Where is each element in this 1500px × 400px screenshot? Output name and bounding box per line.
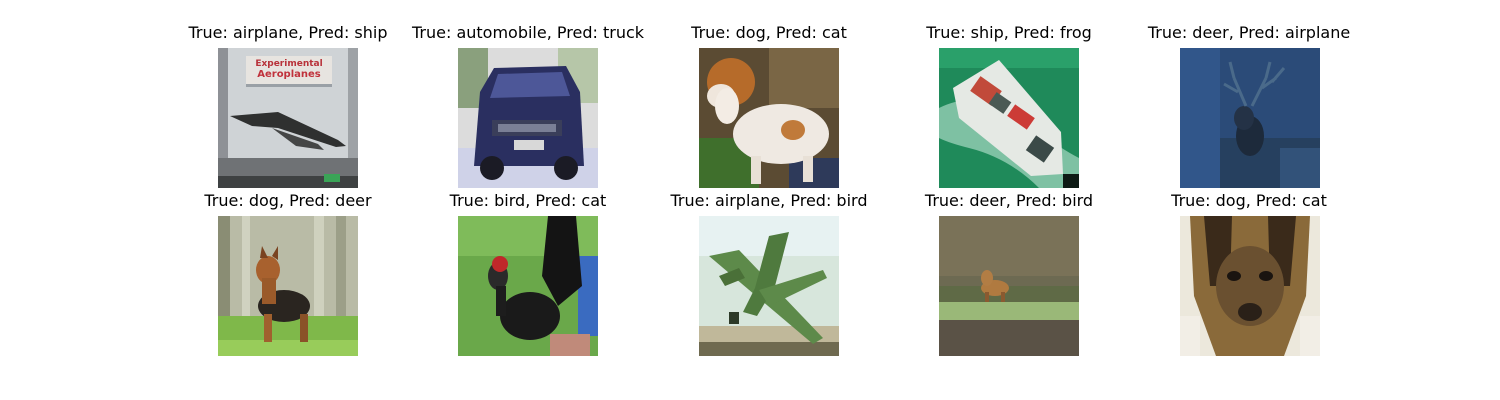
panel-title: True: dog, Pred: cat xyxy=(1171,191,1327,210)
deer-blue-background-image xyxy=(1180,48,1320,188)
cover-text: Experimental xyxy=(255,59,322,69)
panel-title: True: airplane, Pred: bird xyxy=(670,191,868,210)
panel-title: True: bird, Pred: cat xyxy=(449,191,607,210)
image-deer-field xyxy=(939,216,1079,356)
white-tan-dog-image xyxy=(699,48,839,188)
image-dog-white-tan xyxy=(699,48,839,188)
small-deer-field-image xyxy=(939,216,1079,356)
long-haired-dog-image xyxy=(1180,216,1320,356)
panel-title: True: dog, Pred: cat xyxy=(691,23,847,42)
image-deer-antlers xyxy=(1180,48,1320,188)
terrier-on-grass-image xyxy=(218,216,358,356)
panel-title: True: automobile, Pred: truck xyxy=(411,23,645,42)
panel-title: True: ship, Pred: frog xyxy=(926,23,1092,42)
panel-title: True: airplane, Pred: ship xyxy=(188,23,388,42)
green-propeller-plane-image xyxy=(699,216,839,356)
panel-title: True: deer, Pred: bird xyxy=(924,191,1094,210)
blue-suv-image xyxy=(458,48,598,188)
panel-title: True: dog, Pred: deer xyxy=(204,191,372,210)
image-dog-terrier xyxy=(218,216,358,356)
black-rooster-image xyxy=(458,216,598,356)
image-airplane-green xyxy=(699,216,839,356)
image-automobile-suv xyxy=(458,48,598,188)
cover-text: Aeroplanes xyxy=(257,69,321,80)
image-ship-boat xyxy=(939,48,1079,188)
boat-on-green-water-image xyxy=(939,48,1079,188)
image-airplane-concorde: Experimental Aeroplanes xyxy=(218,48,358,188)
panel-title: True: deer, Pred: airplane xyxy=(1147,23,1351,42)
image-bird-rooster xyxy=(458,216,598,356)
concorde-airplane-image: Experimental Aeroplanes xyxy=(218,48,358,188)
image-dog-long-hair xyxy=(1180,216,1320,356)
